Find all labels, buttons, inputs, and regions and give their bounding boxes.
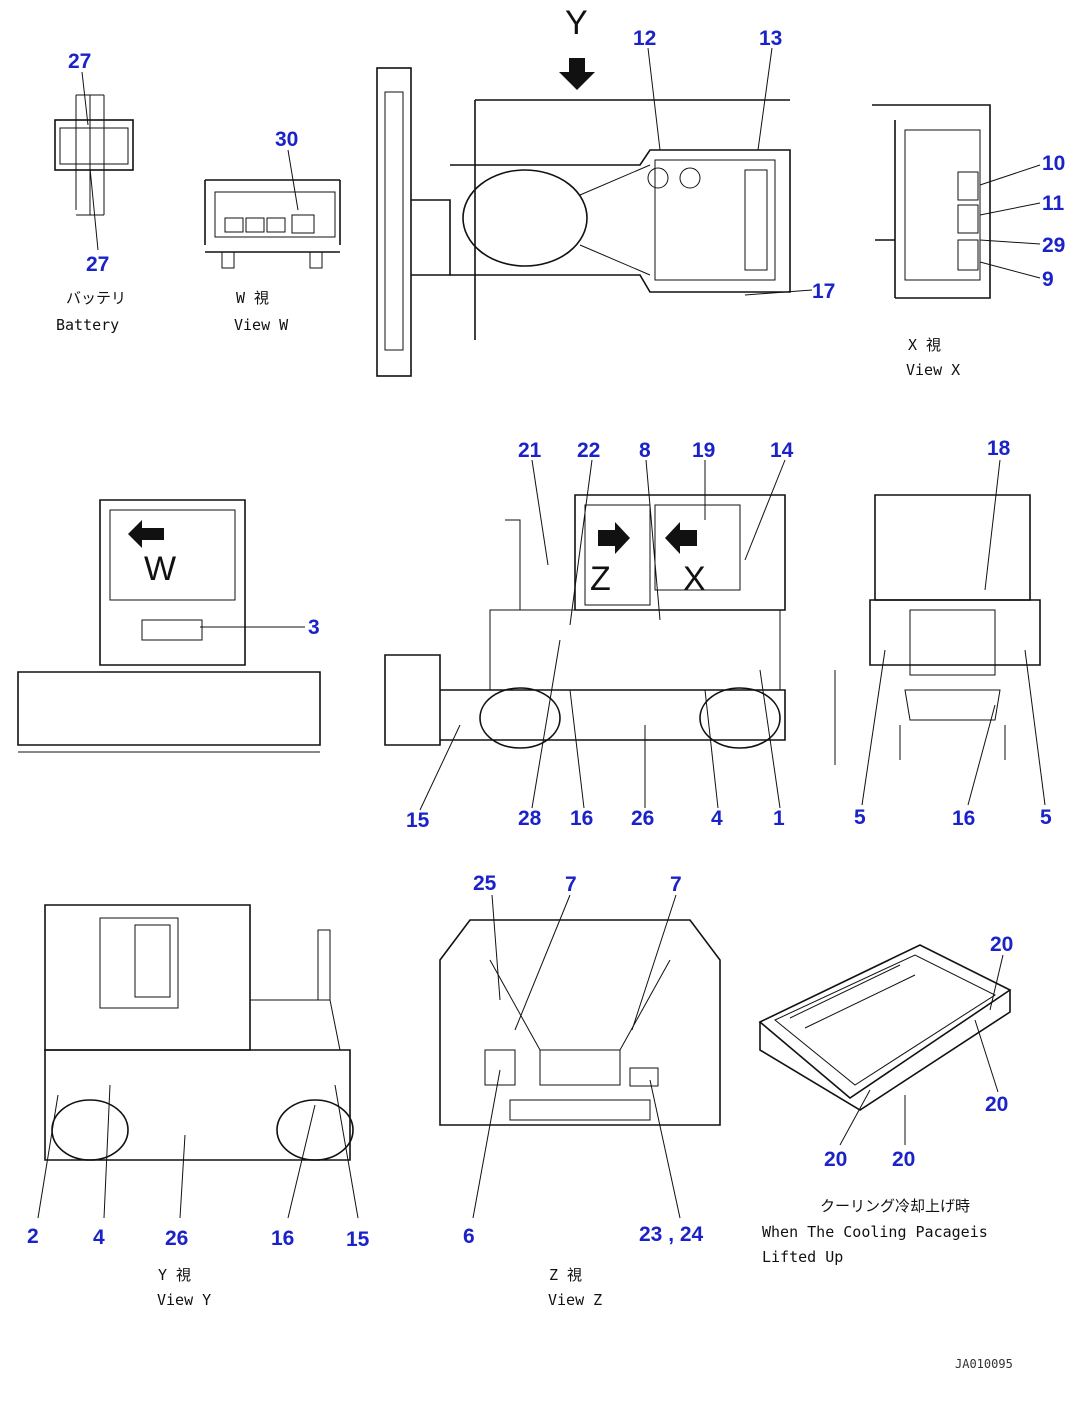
rear-view: 18 5 16 5 — [834, 437, 1052, 830]
view-y-arrow-icon — [559, 58, 595, 90]
callout-rear-16: 16 — [952, 807, 975, 830]
view-x-caption-en: View X — [906, 361, 960, 379]
cooling-caption-en-line2: Lifted Up — [762, 1248, 843, 1266]
callout-top-12: 12 — [633, 27, 656, 50]
view-w-letter: W — [144, 550, 176, 588]
view-x-caption-jp: X 視 — [908, 336, 941, 354]
callout-view-z-23-24: 23 , 24 — [639, 1223, 704, 1246]
view-w: 30 W 視 View W — [204, 128, 341, 334]
cooling-caption-jp: クーリング冷却上げ時 — [820, 1197, 970, 1215]
callout-side-26: 26 — [631, 807, 654, 830]
view-w-caption-en: View W — [234, 316, 289, 334]
view-z-arrow-icon — [598, 522, 630, 554]
view-y-caption-en: View Y — [157, 1291, 211, 1309]
callout-rear-5-right: 5 — [1040, 806, 1052, 829]
callout-side-22: 22 — [577, 439, 600, 462]
callout-cooling-20-right: 20 — [985, 1093, 1008, 1116]
callout-view-x-9: 9 — [1042, 268, 1054, 291]
callout-side-8: 8 — [639, 439, 651, 462]
callout-side-19: 19 — [692, 439, 715, 462]
battery-caption-en: Battery — [56, 316, 119, 334]
battery-view: 27 27 バッテリ Battery — [54, 50, 134, 334]
callout-side-1: 1 — [773, 807, 785, 830]
callout-side-21: 21 — [518, 439, 542, 462]
view-x-letter: X — [683, 560, 706, 598]
callout-view-w-30: 30 — [275, 128, 298, 151]
callout-side-28: 28 — [518, 807, 542, 830]
callout-side-14: 14 — [770, 439, 794, 462]
callout-view-z-25: 25 — [473, 872, 497, 895]
callout-side-15: 15 — [406, 809, 430, 832]
callout-cooling-20-top: 20 — [990, 933, 1013, 956]
view-x: 10 11 29 9 X 視 View X — [872, 104, 1065, 379]
view-w-caption-jp: W 視 — [236, 289, 269, 307]
callout-cooling-20-center: 20 — [892, 1148, 915, 1171]
view-z-caption-jp: Z 視 — [549, 1266, 582, 1284]
callout-front-3: 3 — [308, 616, 320, 639]
callout-cooling-20-left: 20 — [824, 1148, 847, 1171]
callout-view-y-26: 26 — [165, 1227, 188, 1250]
view-y-caption-jp: Y 視 — [158, 1266, 191, 1284]
view-z: 25 7 7 6 23 , 24 Z 視 View Z — [439, 872, 721, 1309]
side-view: Z X 21 22 8 19 14 15 28 16 26 4 1 — [384, 439, 794, 832]
callout-battery-27-top: 27 — [68, 50, 91, 73]
callout-view-y-15: 15 — [346, 1228, 370, 1251]
callout-view-x-11: 11 — [1042, 192, 1065, 215]
view-z-caption-en: View Z — [548, 1291, 602, 1309]
view-z-letter: Z — [590, 560, 611, 598]
view-x-arrow-icon — [665, 522, 697, 554]
callout-side-16: 16 — [570, 807, 593, 830]
callout-view-z-6: 6 — [463, 1225, 475, 1248]
callout-view-z-7-left: 7 — [565, 873, 577, 896]
callout-top-13: 13 — [759, 27, 782, 50]
callout-rear-5-left: 5 — [854, 806, 866, 829]
battery-caption-jp: バッテリ — [66, 289, 126, 307]
callout-side-4: 4 — [711, 807, 723, 830]
callout-view-x-10: 10 — [1042, 152, 1065, 175]
view-y-arrow-letter: Y — [565, 4, 588, 42]
view-y: 2 4 26 16 15 Y 視 View Y — [27, 904, 370, 1309]
top-view: Y 12 13 17 — [376, 4, 835, 377]
front-view: W 3 — [17, 499, 321, 753]
callout-battery-27-bottom: 27 — [86, 253, 109, 276]
callout-rear-18: 18 — [987, 437, 1011, 460]
cooling-caption-en-line1: When The Cooling Pacageis — [762, 1223, 988, 1241]
callout-top-17: 17 — [812, 280, 835, 303]
callout-view-z-7-right: 7 — [670, 873, 682, 896]
callout-view-y-4: 4 — [93, 1226, 105, 1249]
callout-view-y-2: 2 — [27, 1225, 39, 1248]
callout-view-y-16: 16 — [271, 1227, 294, 1250]
cooling-package-view: 20 20 20 20 クーリング冷却上げ時 When The Cooling … — [758, 933, 1013, 1266]
document-reference: JA010095 — [955, 1357, 1013, 1371]
callout-view-x-29: 29 — [1042, 234, 1065, 257]
view-w-arrow-icon — [128, 520, 164, 548]
